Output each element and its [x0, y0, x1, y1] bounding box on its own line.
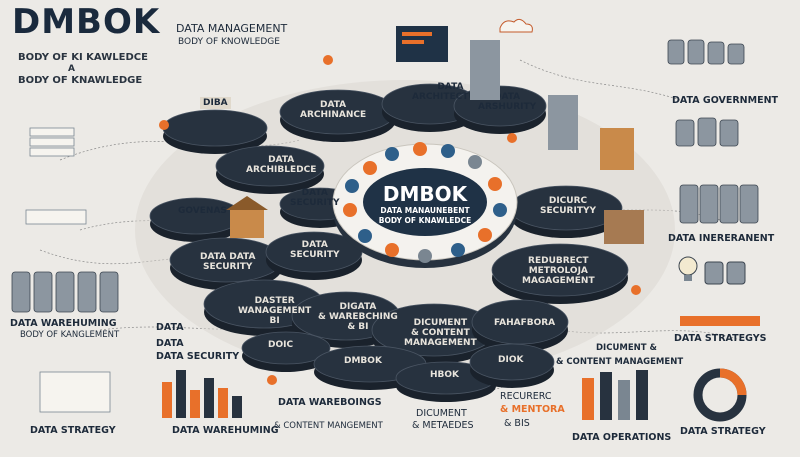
disc-label-data-arshurity: DATA ARSHURITY: [478, 92, 536, 112]
pedestal-disc: [169, 237, 283, 290]
monitor-icon: [396, 26, 448, 62]
building-icon: [226, 40, 644, 244]
disc-label-text: REDUBRECT METROLOJA MAGAGEMENT: [522, 256, 595, 286]
disc-label-daster: DASTER WANAGEMENT BI: [238, 296, 311, 326]
disc-label-text: DASTER WANAGEMENT BI: [238, 296, 312, 326]
disc-label-dicument: DICUMENT & CONTENT MANAGEMENT: [404, 318, 477, 348]
disc-label-fahafbora: FAHAFBORA: [494, 318, 556, 328]
center-line-1: DATA MANAUNEBENT: [380, 206, 470, 215]
disc-label-data-security-mid: DATA SECURITY: [290, 240, 339, 260]
lightbulb-icon: [678, 256, 746, 285]
center-badge: DMBOK DATA MANAUNEBENT BODY OF KNAWLEDCE: [330, 140, 520, 270]
top-label-1: DATA MANAGEMENT: [176, 22, 288, 35]
label-data-strategys: DATA STRATEGYS: [674, 333, 767, 344]
database-icon: [667, 39, 759, 224]
pedestal-disc: [453, 85, 547, 134]
disc-label-text: DATA ARCHINANCE: [300, 100, 367, 120]
disc-label-dmbok: DMBOK: [344, 356, 382, 366]
disc-label-doic: DOIC: [268, 340, 294, 350]
label-data-strategy-left: DATA STRATEGY: [30, 425, 116, 436]
disc-label-text: DATA DATA SECURITY: [200, 252, 256, 272]
disc-label-text: DATA SECURITY: [290, 240, 340, 260]
pedestal-disc: [469, 343, 555, 388]
disc-label-text: DICUMENT & CONTENT MANAGEMENT: [404, 318, 477, 348]
label-data-operations: DATA OPERATIONS: [572, 432, 672, 443]
label-data-2: DATA: [156, 338, 184, 349]
label-content-management: & CONTENT MANAGEMENT: [556, 357, 684, 367]
progress-bar-icon: [680, 316, 760, 326]
label-data-warehuming: DATA WAREHUMING: [10, 318, 117, 329]
document-stack-icon: [25, 127, 111, 413]
label-data-inereranent: DATA INERERANENT: [668, 233, 775, 244]
disc-label-redubrect: REDUBRECT METROLOJA MAGAGEMENT: [522, 256, 595, 286]
disc-label-text: DATA ARSHURITY: [478, 92, 537, 112]
bar-chart-icon: [162, 370, 242, 418]
pedestal-disc: [509, 185, 623, 238]
disc-label-text: DIGATA & WAREBCHING & BI: [318, 302, 398, 332]
disc-label-diok: DIOK: [498, 355, 524, 365]
label-dicument: DICUMENT: [416, 408, 467, 419]
label-data-1: DATA: [156, 322, 184, 333]
pedestal-disc: [265, 231, 363, 280]
label-mentora: & MENTORA: [500, 404, 565, 415]
center-title: DMBOK: [382, 182, 468, 206]
pedestal-disc: [491, 243, 629, 304]
subtitle-2: A: [68, 64, 75, 74]
map-pin-icon: [159, 55, 641, 385]
pedestal-disc: [162, 109, 268, 154]
disc-label-govenas: GOVENAS: [178, 206, 227, 216]
label-data-strategy-right: DATA STRATEGY: [680, 426, 766, 437]
pedestal-disc: [471, 299, 569, 352]
disc-label-data-archibledce: DATA ARCHIBLEDCE: [246, 155, 316, 175]
disc-label-data-data-security: DATA DATA SECURITY: [200, 252, 255, 272]
ops-chart-icon: [582, 370, 648, 420]
disc-label-text: DATA SECURITY: [290, 188, 340, 208]
pedestal-disc: [371, 303, 497, 364]
subtitle-1: BODY OF KI KAWLEDCE: [18, 52, 148, 63]
label-document-amp: DICUMENT &: [596, 343, 657, 353]
disc-label-text: DATA ARCHIBLEDCE: [246, 155, 317, 175]
label-data-security: DATA SECURITY: [156, 351, 240, 362]
label-recurerc: RECURERC: [500, 391, 552, 402]
label-data-wareboings: DATA WAREBOINGS: [278, 397, 382, 408]
subtitle-3: BODY OF KNAWLEDGE: [18, 75, 143, 86]
label-body-kangement: BODY OF KANGLEMENT: [20, 330, 120, 340]
pedestal-disc: [279, 89, 397, 142]
cloud-icon: [499, 18, 533, 33]
label-data-warehuming-bottom: DATA WAREHUMING: [172, 425, 279, 436]
top-label-2: BODY OF KNOWLEDGE: [178, 37, 280, 47]
pedestal-disc: [241, 331, 331, 372]
server-stack-icon: [11, 271, 119, 313]
disc-label-hbok: HBOK: [430, 370, 460, 380]
disc-label-data-architecture: DATA ARCHITECTURE: [412, 82, 489, 102]
main-title: DMBOK: [12, 2, 161, 42]
label-metaedes: & METAEDES: [412, 420, 474, 431]
donut-chart-icon: [693, 368, 747, 422]
disc-label-dicurc-security: DICURC SECURITYY: [540, 196, 596, 216]
pedestal-disc: [215, 145, 325, 194]
disc-label-text: DICURC SECURITYY: [540, 196, 596, 216]
disc-label-digata: DIGATA & WAREBCHING & BI: [318, 302, 398, 332]
disc-label-data-archinance: DATA ARCHINANCE: [300, 100, 366, 120]
label-data-government: DATA GOVERNMENT: [672, 95, 779, 106]
label-content-mangement: & CONTENT MANGEMENT: [274, 421, 383, 431]
disc-label-text: DATA ARCHITECTURE: [412, 82, 489, 102]
center-line-2: BODY OF KNAWLEDCE: [378, 216, 472, 225]
label-bis: & BIS: [504, 418, 530, 429]
disc-label-diba: DIBA: [200, 97, 231, 109]
disc-label-data-security-top: DATA SECURITY: [290, 188, 339, 208]
